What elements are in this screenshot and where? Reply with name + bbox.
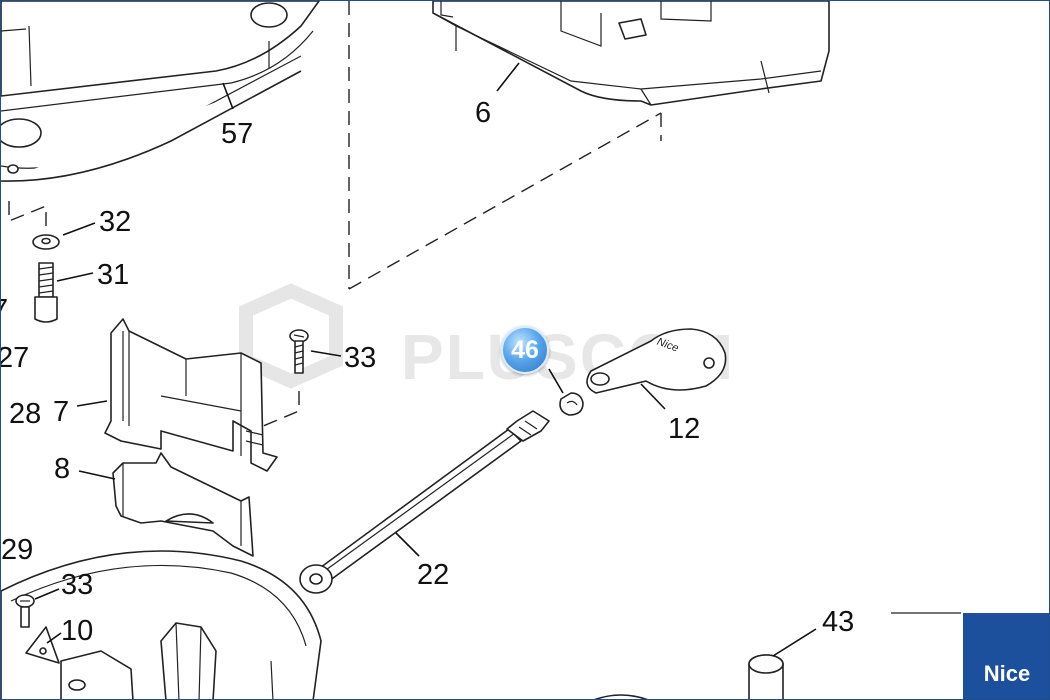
part-base-housing — [1, 550, 322, 699]
leader-lines — [34, 62, 817, 657]
callout-labels: 57 6 32 31 7 27 33 28 7 8 12 22 29 33 10… — [1, 97, 854, 647]
part-12-key: Nice — [586, 328, 727, 394]
callout-33-upper: 33 — [344, 342, 376, 374]
callout-43: 43 — [822, 606, 854, 638]
callout-31: 31 — [97, 259, 129, 291]
hotspot-label: 46 — [511, 335, 539, 364]
callout-29: 29 — [1, 534, 33, 566]
callout-7-edge: 7 — [1, 294, 8, 326]
brand-logo-text: Nice — [983, 661, 1031, 686]
callout-57: 57 — [221, 118, 253, 150]
callout-7: 7 — [53, 396, 69, 428]
edge-fragment-bottom — [594, 694, 648, 699]
part-22-shaft — [299, 410, 550, 594]
part-46-circlip — [559, 392, 584, 416]
part-46-hotspot-button[interactable]: 46 — [501, 326, 549, 374]
callout-12: 12 — [668, 413, 700, 445]
assembly-dash-lines — [8, 1, 662, 430]
callout-6: 6 — [475, 97, 491, 129]
callout-32: 32 — [99, 206, 131, 238]
callout-22: 22 — [417, 559, 449, 591]
part-33-screw-upper — [289, 329, 309, 374]
callout-10: 10 — [61, 615, 93, 647]
part-8-clip — [112, 452, 254, 557]
part-31-screw — [34, 262, 58, 323]
part-7-bracket — [104, 318, 278, 472]
brand-logo: Nice — [963, 613, 1049, 699]
part-33-screw-lower — [15, 594, 35, 628]
callout-33-lower: 33 — [61, 569, 93, 601]
part-57-gasket — [1, 1, 320, 182]
part-32-washer — [32, 234, 60, 250]
part-43-pin — [748, 654, 784, 699]
callout-27: 27 — [1, 342, 29, 374]
part-6-housing — [432, 1, 830, 106]
callout-8: 8 — [54, 453, 70, 485]
callout-28: 28 — [9, 398, 41, 430]
